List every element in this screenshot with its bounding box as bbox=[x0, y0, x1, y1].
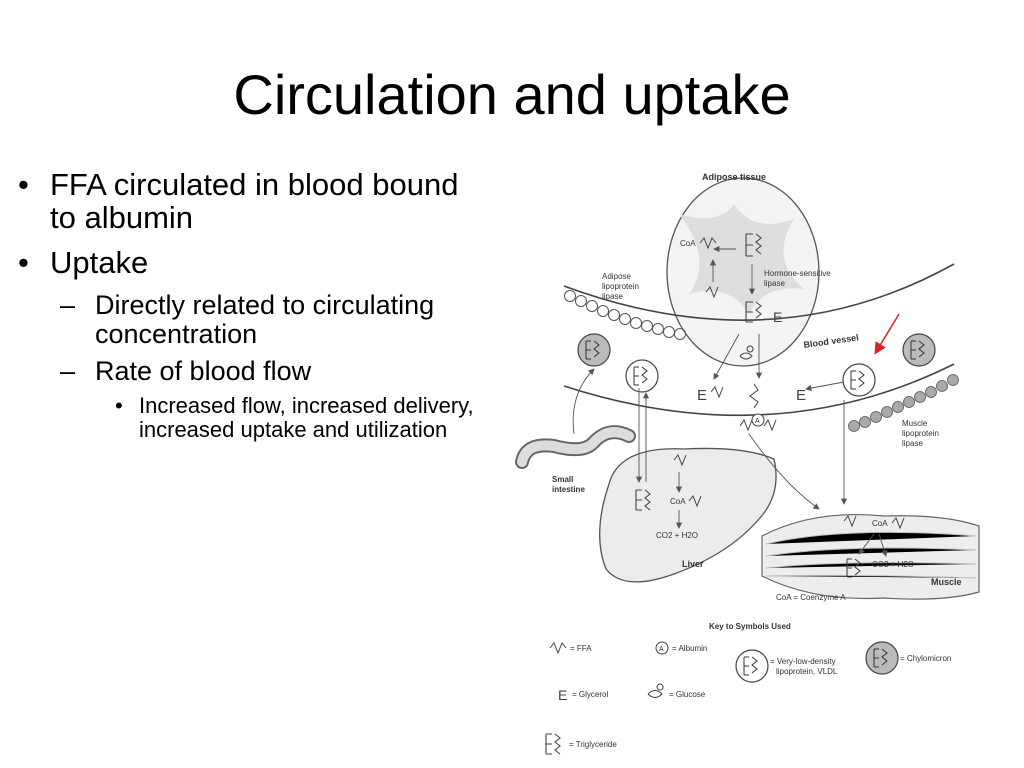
glycerol-symbol: E bbox=[697, 387, 707, 404]
key-title: Key to Symbols Used bbox=[709, 622, 791, 631]
ffa-symbol bbox=[710, 386, 724, 399]
sub-bullet-concentration: Directly related to circulating concentr… bbox=[14, 291, 484, 349]
coenzyme-a-definition: CoA = Coenzyme A bbox=[776, 593, 846, 602]
liver-organ bbox=[599, 447, 777, 583]
blood-vessel-lower-wall bbox=[563, 363, 955, 417]
blood-vessel-label: Blood vessel bbox=[803, 332, 859, 350]
chylomicron-particle bbox=[902, 333, 936, 367]
vldl-particle bbox=[842, 363, 876, 397]
sub-bullet-blood-flow: Rate of blood flow bbox=[14, 357, 484, 387]
key-triglyceride-label: = Triglyceride bbox=[569, 740, 617, 749]
coa-label-liver: CoA bbox=[670, 497, 686, 506]
glucose-symbol bbox=[739, 345, 754, 360]
liver-label: Liver bbox=[682, 559, 704, 569]
hormone-sensitive-lipase-label: Hormone-sensitive bbox=[764, 269, 831, 278]
key-glycerol-icon: E bbox=[558, 687, 567, 703]
key-chylomicron-label: = Chylomicron bbox=[900, 654, 951, 663]
ffa-symbol bbox=[705, 286, 719, 299]
glycerol-symbol: E bbox=[796, 387, 806, 404]
key-chylomicron-icon bbox=[865, 641, 899, 675]
small-intestine-label: intestine bbox=[552, 485, 585, 494]
sub-sub-bullet-increased-flow: Increased flow, increased delivery, incr… bbox=[14, 394, 484, 442]
blood-vessel-upper-wall bbox=[563, 263, 955, 321]
key-vldl-label: = Very-low-density bbox=[770, 657, 836, 666]
key-albumin-label: = Albumin bbox=[672, 644, 707, 653]
coa-label-adipose: CoA bbox=[680, 239, 696, 248]
muscle-endothelium-circles bbox=[848, 374, 959, 432]
co2-h2o-label-muscle: CO2 + H2O bbox=[872, 560, 914, 569]
key-ffa-icon bbox=[549, 642, 567, 655]
bullet-uptake: Uptake bbox=[14, 246, 484, 279]
key-glucose-label: = Glucose bbox=[669, 690, 706, 699]
adipose-lipase-label: lipase bbox=[602, 292, 623, 301]
vldl-particle bbox=[625, 359, 659, 393]
key-albumin-icon bbox=[655, 641, 669, 655]
adipose-lipase-label: Adipose bbox=[602, 272, 631, 281]
red-arrow bbox=[874, 313, 900, 355]
ffa-symbol bbox=[688, 495, 702, 508]
ffa-symbol bbox=[891, 517, 905, 530]
key-vldl-icon bbox=[735, 649, 769, 683]
key-glucose-icon bbox=[647, 683, 664, 698]
key-glycerol-label: = Glycerol bbox=[572, 690, 608, 699]
triglyceride-symbol bbox=[745, 233, 762, 257]
key-triglyceride-icon bbox=[545, 733, 561, 755]
muscle-lipase-label: lipase bbox=[902, 439, 923, 448]
muscle-lipase-label: Muscle bbox=[902, 419, 928, 428]
key-vldl-label: lipoprotein, VLDL bbox=[776, 667, 838, 676]
small-intestine-label: Small bbox=[552, 475, 573, 484]
bullet-ffa: FFA circulated in blood bound to albumin bbox=[14, 168, 484, 234]
albumin-letter: A bbox=[755, 418, 760, 425]
glycerol-symbol: E bbox=[773, 309, 782, 325]
adipose-lipase-label: lipoprotein bbox=[602, 282, 639, 291]
coa-label-muscle: CoA bbox=[872, 519, 888, 528]
key-ffa-label: = FFA bbox=[570, 644, 592, 653]
bullet-list: FFA circulated in blood bound to albumin… bbox=[14, 168, 484, 442]
endothelium-circles bbox=[564, 290, 686, 340]
ffa-symbol bbox=[749, 383, 759, 409]
hormone-sensitive-lipase-label: lipase bbox=[764, 279, 785, 288]
muscle-lipase-label: lipoprotein bbox=[902, 429, 939, 438]
fatty-acid-circulation-diagram: Adipose tissue CoA E Hormone-sensitive l… bbox=[515, 172, 980, 755]
key-albumin-letter: A bbox=[659, 646, 664, 653]
muscle-label: Muscle bbox=[931, 577, 962, 587]
triglyceride-symbol bbox=[846, 558, 861, 578]
chylomicron-particle bbox=[577, 333, 611, 367]
ffa-symbol bbox=[699, 237, 717, 250]
ffa-symbol bbox=[843, 515, 857, 528]
adipose-tissue-label: Adipose tissue bbox=[702, 172, 766, 182]
slide-title: Circulation and uptake bbox=[233, 63, 791, 126]
ffa-symbol bbox=[673, 454, 687, 467]
co2-h2o-label-liver: CO2 + H2O bbox=[656, 531, 698, 540]
triglyceride-symbol bbox=[745, 301, 762, 323]
triglyceride-symbol bbox=[635, 489, 651, 511]
